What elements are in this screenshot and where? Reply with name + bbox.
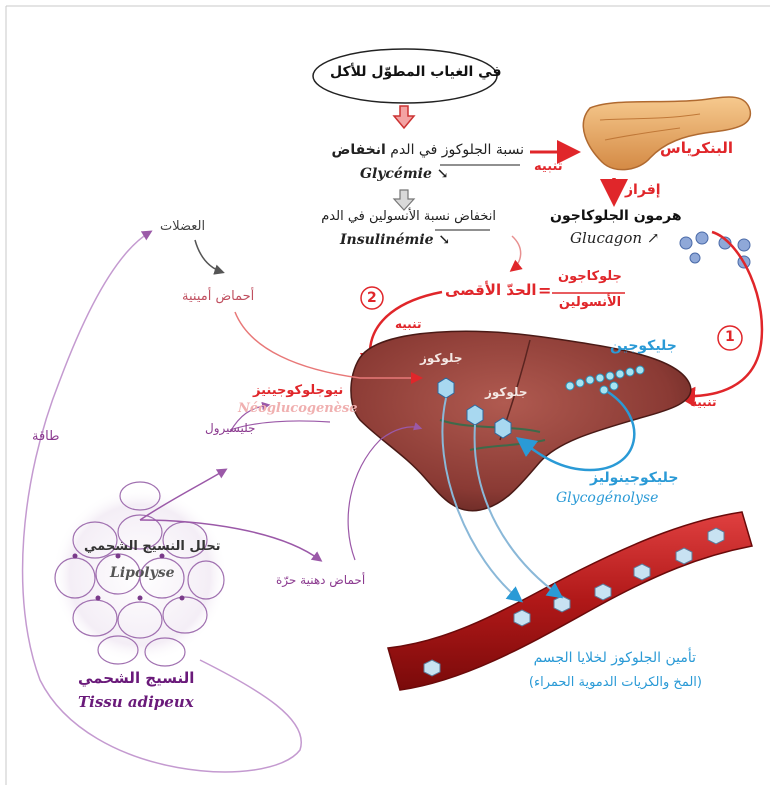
glucose-hexagon bbox=[467, 405, 483, 425]
ratio-denominator: الأنسولين bbox=[556, 296, 624, 311]
amino-acids-label: أحماض أمينية bbox=[182, 290, 254, 305]
glycogen-label: جليكوجين bbox=[610, 338, 677, 354]
supply-line1: تأمين الجلوكوز لخلايا الجسم bbox=[478, 650, 696, 666]
glucagon-dot bbox=[690, 253, 700, 263]
adipose-fr: Tissu adipeux bbox=[78, 694, 194, 711]
glycemia-bold: انخفاض bbox=[332, 142, 386, 158]
down-arrow-2 bbox=[394, 190, 414, 210]
pancreas-label: البنكرياس bbox=[660, 140, 733, 157]
glucagon-dot bbox=[680, 237, 692, 249]
energy-label: طاقة bbox=[32, 430, 60, 445]
neoglucogenese-ar: نيوجلوكوجينيز bbox=[253, 384, 343, 399]
glycemia-fr: Glycémie ↘ bbox=[360, 166, 448, 182]
step2-number: 2 bbox=[367, 290, 377, 306]
arrow-insulin bbox=[512, 236, 521, 270]
muscles-label: العضلات bbox=[160, 220, 205, 235]
step1-number: 1 bbox=[725, 329, 735, 345]
glucose-label-2: جلوكوز bbox=[485, 386, 527, 400]
glucagon-dot bbox=[738, 239, 750, 251]
lipolysis-ar: تحلل النسيج الشحمي bbox=[84, 540, 221, 555]
glycemia-rest: نسبة الجلوكوز في الدم bbox=[390, 142, 524, 158]
ratio-prefix: الحدّ الأقصى bbox=[445, 282, 537, 299]
glucose-hexagon bbox=[438, 378, 454, 398]
lipolysis-fr: Lipolyse bbox=[110, 565, 175, 581]
free-fatty-acids-label: أحماض دهنية حرّة bbox=[276, 574, 365, 588]
glycerol-label: جليسيرول bbox=[205, 422, 255, 436]
insulinemia-fr: Insulinémie ↘ bbox=[340, 232, 450, 248]
glucagon-dot bbox=[696, 232, 708, 244]
glycogenolysis-ar: جليكوجينوليز bbox=[590, 470, 678, 486]
pancreas-shape bbox=[583, 97, 750, 170]
supply-line2: (المخ والكريات الدموية الحمراء) bbox=[478, 676, 702, 691]
neoglucogenese-fr: Néoglucogenèse bbox=[238, 402, 358, 417]
label-tanbih-pancreas: تنبيه bbox=[534, 160, 563, 175]
glucose-hexagon bbox=[495, 418, 511, 438]
glycemia-ar: نسبة الجلوكوز في الدم انخفاض bbox=[324, 142, 524, 158]
glucagon-ar: هرمون الجلوكاجون bbox=[550, 208, 678, 224]
arrow-muscle-aminoacid bbox=[195, 240, 222, 272]
glucose-label-1: جلوكوز bbox=[420, 352, 462, 366]
glycogenolysis-fr: Glycogénolyse bbox=[556, 490, 658, 506]
label-ifraz: إفراز bbox=[625, 182, 661, 198]
insulinemia-ar: انخفاض نسبة الأنسولين في الدم bbox=[270, 210, 496, 225]
label-tanbih-liver-left: تنبيه bbox=[395, 318, 421, 332]
ratio-eq: = bbox=[538, 282, 551, 300]
oval-title: في الغياب المطوّل للأكل bbox=[330, 64, 480, 80]
adipose-ar: النسيج الشحمي bbox=[78, 670, 194, 687]
glucagon-fr: Glucagon ↗ bbox=[570, 230, 659, 247]
ratio-numerator: جلوكاجون bbox=[556, 270, 624, 285]
down-arrow-1 bbox=[394, 106, 414, 128]
label-tanbih-liver-right: تنبيه bbox=[690, 396, 716, 410]
